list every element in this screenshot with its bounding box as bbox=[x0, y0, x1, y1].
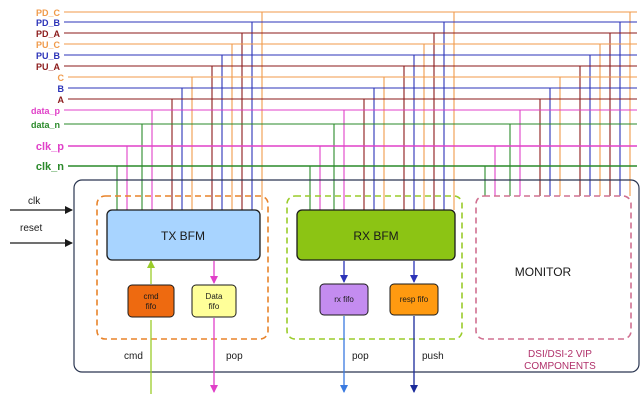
signal-label-pd-b: PD_B bbox=[36, 18, 61, 28]
resp-fifo-label: resp fifo bbox=[400, 295, 429, 304]
signal-label-pu-a: PU_A bbox=[36, 62, 61, 72]
signal-label-pu-b: PU_B bbox=[36, 51, 61, 61]
reset-input-label: reset bbox=[20, 223, 42, 234]
monitor-block bbox=[475, 195, 632, 340]
signal-bus bbox=[64, 11, 637, 210]
resp-fifo-block bbox=[389, 283, 439, 316]
cmd-port-label: cmd bbox=[124, 351, 143, 362]
data-fifo-block bbox=[191, 284, 237, 318]
rx-pop-port-label: pop bbox=[352, 351, 369, 362]
signal-label-b: B bbox=[58, 84, 65, 94]
clk-input-label: clk bbox=[28, 196, 41, 207]
signal-label-clk-p: clk_p bbox=[36, 141, 64, 153]
signal-label-data-p: data_p bbox=[31, 106, 61, 116]
tx-bfm-block bbox=[106, 209, 261, 261]
cmd-fifo-label-line1: cmd bbox=[143, 292, 158, 301]
caption-line1: DSI/DSI-2 VIP bbox=[528, 349, 592, 360]
signal-labels: PD_C PD_B PD_A PU_C PU_B PU_A C B A data… bbox=[31, 8, 65, 173]
data-fifo-label-line1: Data bbox=[206, 292, 223, 301]
vip-components-frame bbox=[73, 179, 640, 373]
signal-label-pu-c: PU_C bbox=[36, 40, 61, 50]
rx-bfm-block bbox=[296, 209, 456, 261]
cmd-fifo-block bbox=[127, 284, 175, 318]
cmd-fifo-label-line2: fifo bbox=[146, 302, 157, 311]
rx-bfm-label: RX BFM bbox=[353, 229, 398, 243]
signal-label-pd-a: PD_A bbox=[36, 29, 61, 39]
tx-group-boundary bbox=[96, 195, 269, 340]
signal-label-pd-c: PD_C bbox=[36, 8, 61, 18]
rx-group-boundary bbox=[286, 195, 463, 340]
tx-bfm-label: TX BFM bbox=[161, 229, 205, 243]
rx-fifo-block bbox=[319, 283, 369, 316]
data-fifo-label-line2: fifo bbox=[209, 302, 220, 311]
rx-fifo-label: rx fifo bbox=[334, 295, 354, 304]
signal-label-data-n: data_n bbox=[31, 120, 60, 130]
signal-label-a: A bbox=[58, 95, 65, 105]
signal-label-c: C bbox=[58, 73, 65, 83]
push-port-label: push bbox=[422, 351, 444, 362]
monitor-label: MONITOR bbox=[515, 265, 572, 279]
signal-label-clk-n: clk_n bbox=[36, 161, 64, 173]
caption-line2: COMPONENTS bbox=[524, 361, 596, 372]
tx-pop-port-label: pop bbox=[226, 351, 243, 362]
